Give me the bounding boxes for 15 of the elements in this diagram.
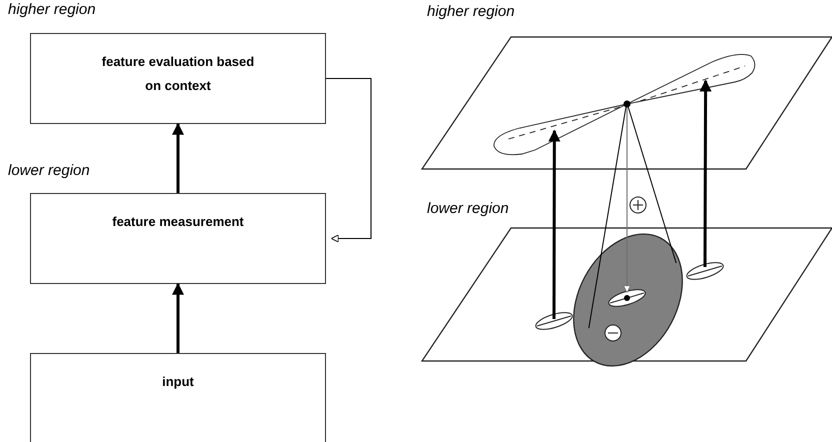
connector-line (627, 105, 677, 264)
process-box: input (30, 353, 326, 442)
arrow (623, 106, 631, 294)
process-box: feature evaluation based on context (30, 33, 326, 124)
region-label: lower region (427, 200, 509, 217)
region-label: higher region (427, 3, 515, 20)
arrow (172, 122, 184, 193)
region-label: higher region (8, 1, 96, 18)
arrow (172, 282, 184, 353)
arrow (326, 78, 372, 242)
arrow (548, 130, 560, 319)
arrow (700, 80, 712, 267)
process-box: feature measurement (30, 193, 326, 284)
region-label: lower region (8, 162, 90, 179)
connector-line (588, 105, 627, 329)
